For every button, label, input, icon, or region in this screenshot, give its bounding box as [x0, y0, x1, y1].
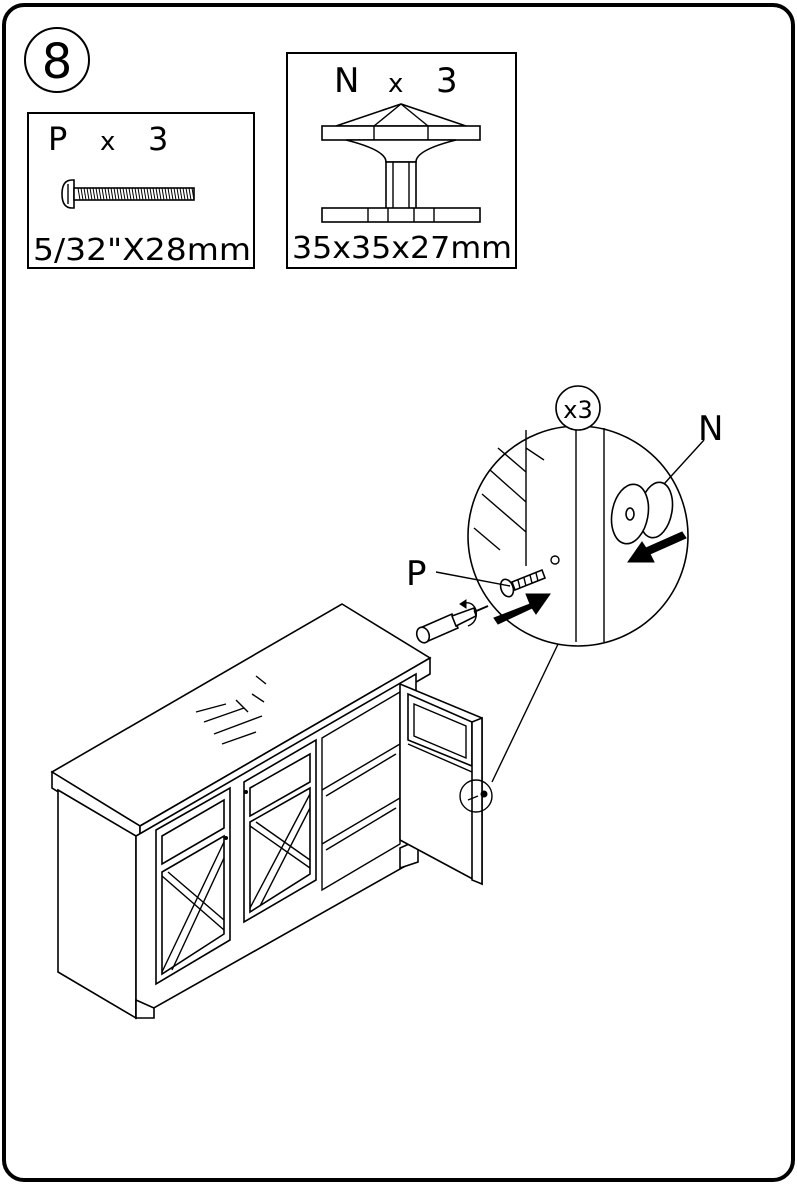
part-p-size: 5/32"X28mm	[33, 233, 251, 268]
screw-thread	[104, 187, 108, 201]
knob-location-circle	[459, 779, 493, 813]
callout-label-n: N	[698, 409, 723, 449]
screw-thread	[101, 187, 105, 201]
screw-thread	[80, 187, 84, 201]
step-badge: 8	[24, 27, 90, 93]
screw-thread	[188, 187, 192, 201]
zoom-callout: x3 N P	[406, 385, 723, 783]
screw-thread	[140, 187, 144, 201]
cabinet-illustration	[50, 603, 493, 1020]
screw-thread	[119, 187, 123, 201]
screw-thread	[185, 187, 189, 201]
callout-label-p: P	[406, 554, 427, 594]
screw-thread	[107, 187, 111, 201]
screwdriver-icon	[415, 599, 489, 644]
screw-thread	[155, 187, 159, 201]
part-n-letter: N	[334, 61, 359, 101]
screw-thread	[113, 187, 117, 201]
screw-thread	[164, 187, 168, 201]
screw-thread	[149, 187, 153, 201]
part-n-size: 35x35x27mm	[292, 231, 512, 266]
screw-thread	[125, 187, 129, 201]
arrow-screw-icon	[493, 593, 551, 625]
screw-thread	[170, 187, 174, 201]
part-n-qty: 3	[436, 61, 458, 101]
screw-thread	[128, 187, 132, 201]
screw-thread	[110, 187, 114, 201]
screw-thread	[161, 187, 165, 201]
screw-thread	[182, 187, 186, 201]
callout-screw	[499, 568, 547, 598]
part-box-n: N x 3 35x35x27mm	[286, 52, 517, 269]
screw-thread	[191, 187, 195, 201]
screw-thread	[89, 187, 93, 201]
screw-thread	[158, 187, 162, 201]
screw-thread	[173, 187, 177, 201]
screw-thread	[176, 187, 180, 201]
part-p-letter: P	[48, 120, 67, 158]
multiplier-badge	[555, 385, 601, 431]
screw-thread	[116, 187, 120, 201]
part-p-qty: 3	[148, 120, 168, 158]
screw-thread	[122, 187, 126, 201]
middle-door	[243, 738, 317, 924]
screw-thread	[143, 187, 147, 201]
part-box-p: P x 3 5/32"X28mm	[27, 112, 255, 269]
part-p-times: x	[100, 127, 115, 157]
screw-thread	[86, 187, 90, 201]
screw-thread	[179, 187, 183, 201]
screw-thread	[98, 187, 102, 201]
callout-multiplier: x3	[563, 396, 592, 424]
screw-thread	[95, 187, 99, 201]
screw-thread	[146, 187, 150, 201]
open-door	[399, 682, 493, 886]
screw-thread	[152, 187, 156, 201]
screw-icon	[61, 179, 195, 209]
knob-icon	[321, 103, 481, 223]
part-n-times: x	[388, 69, 403, 99]
screw-thread	[131, 187, 135, 201]
open-shelf	[321, 690, 401, 892]
screw-thread	[92, 187, 96, 201]
arrow-knob-icon	[627, 531, 687, 563]
left-door	[155, 786, 231, 986]
screw-thread	[77, 187, 81, 201]
screw-thread	[167, 187, 171, 201]
step-number: 8	[42, 34, 73, 90]
screw-thread	[83, 187, 87, 201]
screw-thread	[134, 187, 138, 201]
callout-knob	[610, 481, 674, 545]
top-scribble	[195, 675, 267, 745]
screw-thread	[137, 187, 141, 201]
